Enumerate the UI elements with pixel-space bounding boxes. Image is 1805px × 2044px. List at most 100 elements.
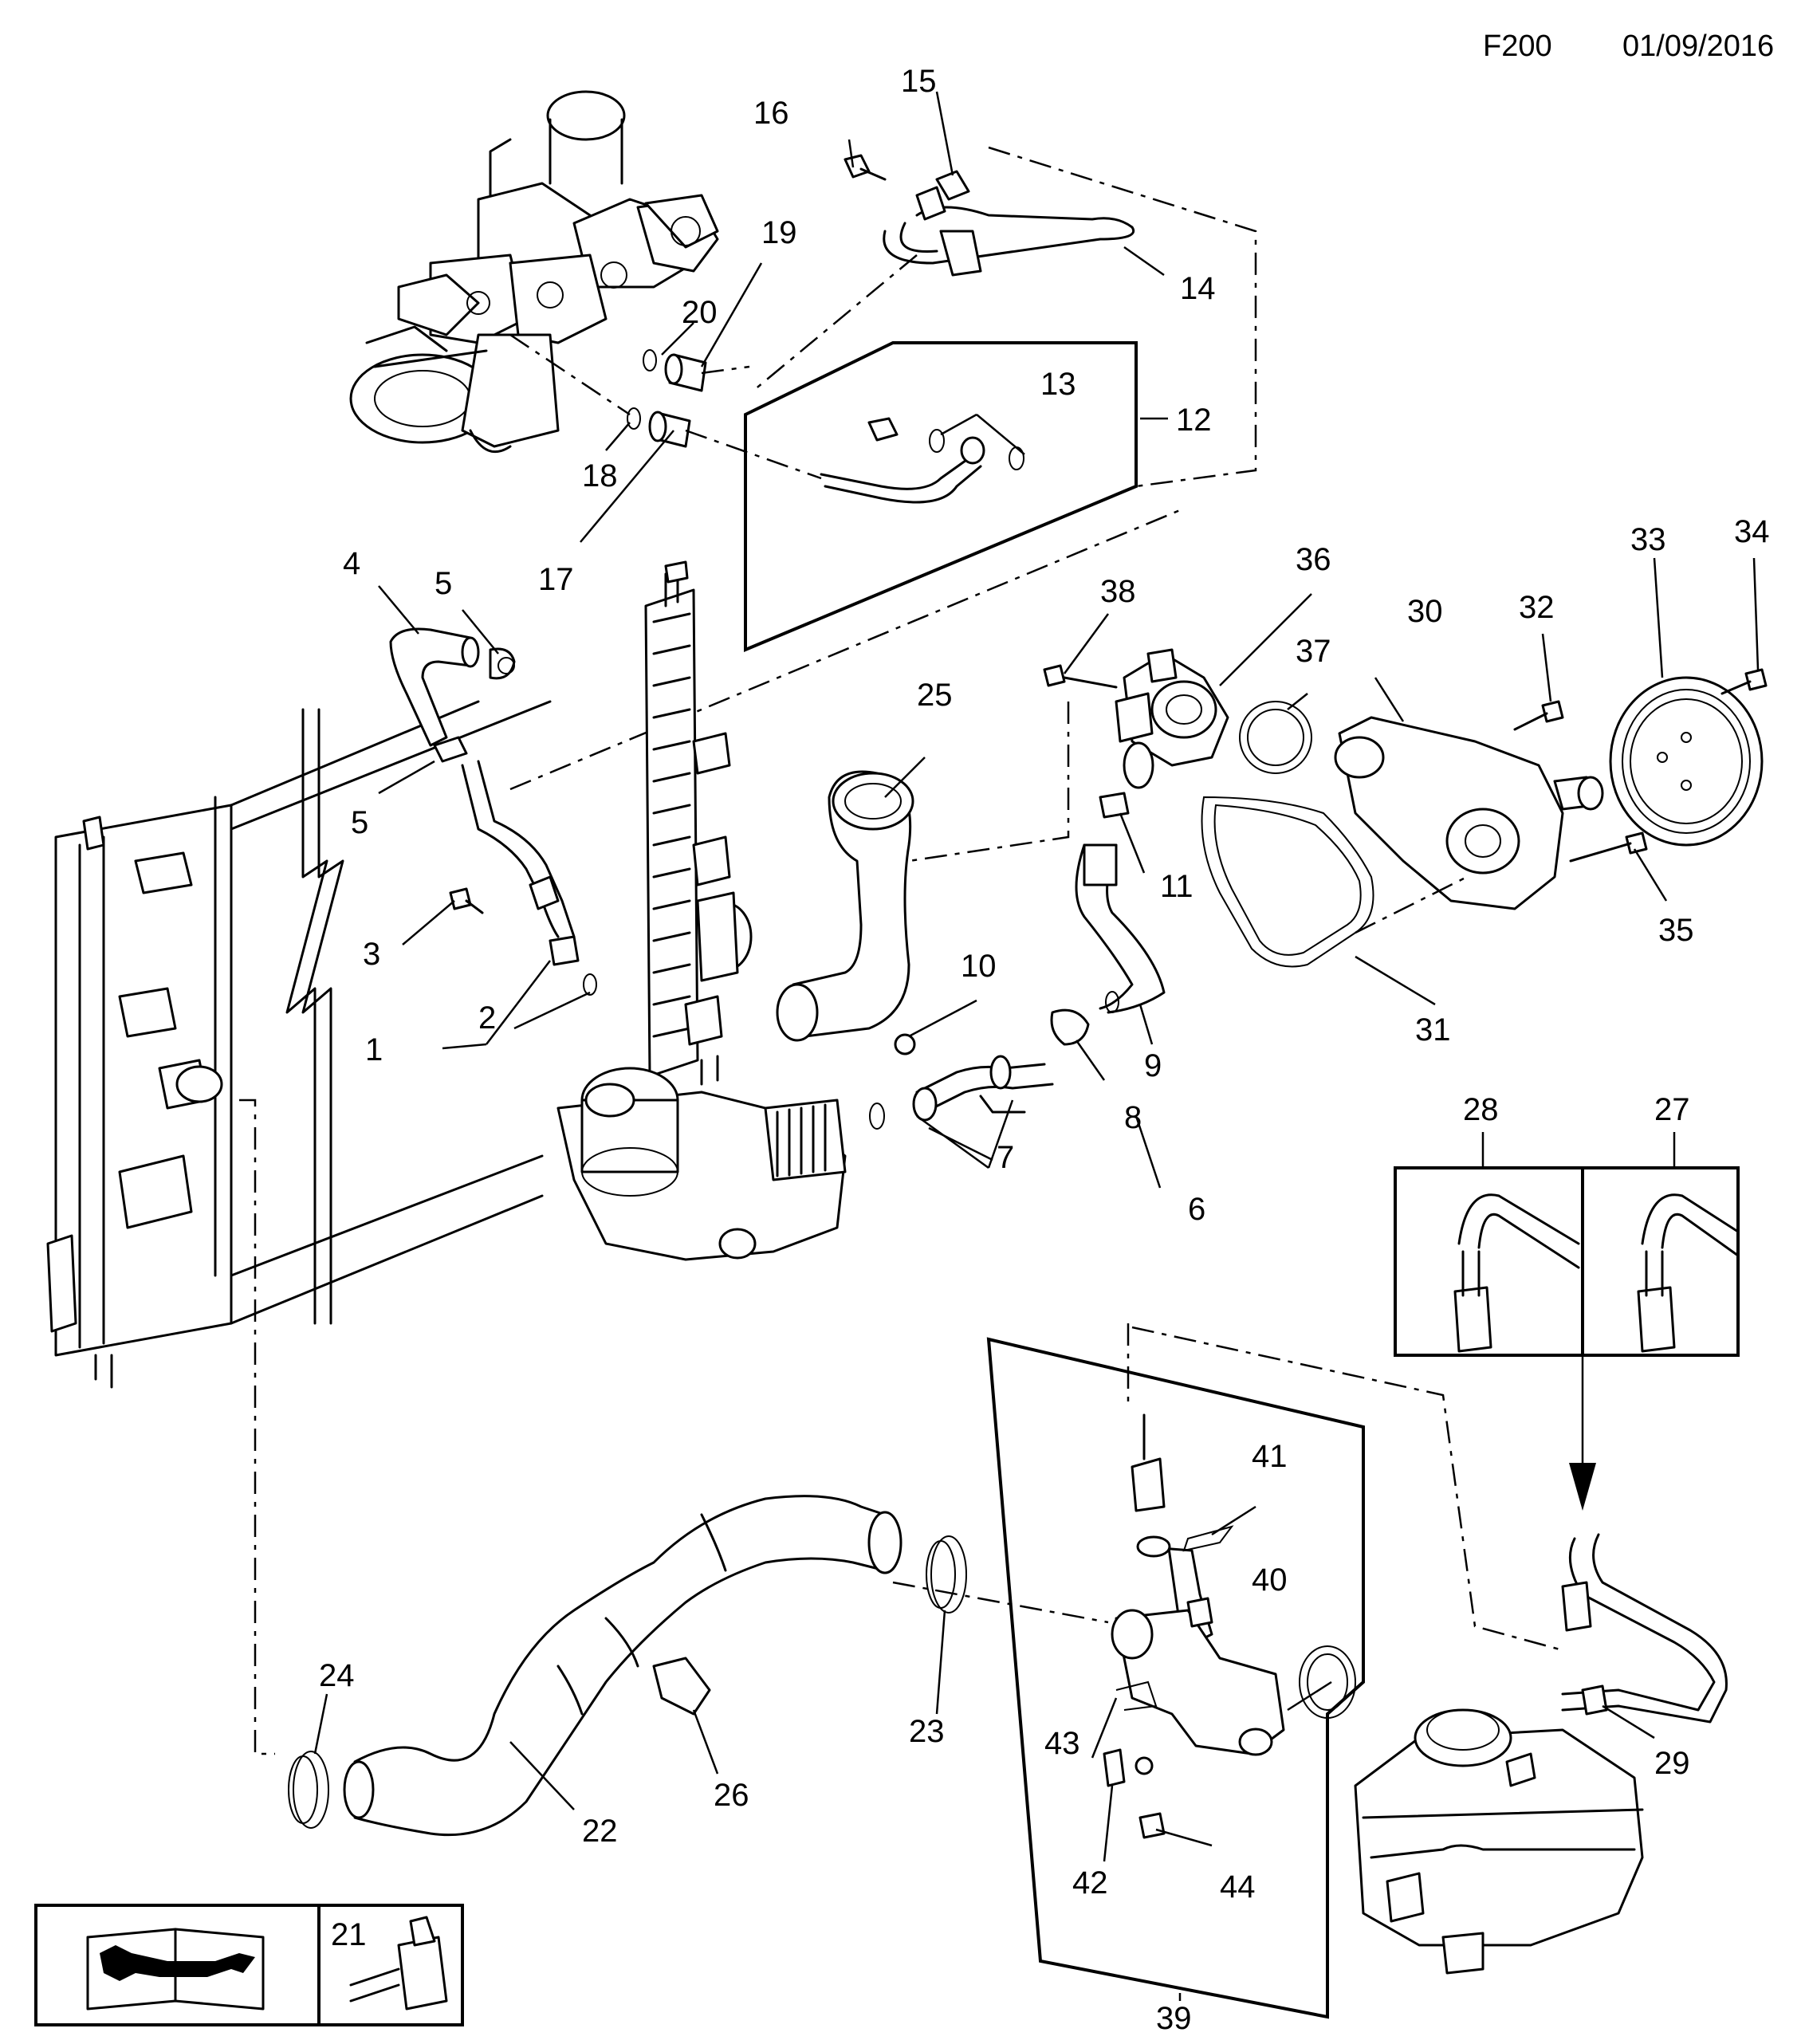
dashed-assembly-line <box>509 333 631 416</box>
callout-24: 24 <box>319 1658 355 1693</box>
hose-connector-28 <box>1453 1193 1580 1353</box>
sensor-42 <box>1103 1748 1154 1787</box>
coolant-pipe-6 <box>912 1055 1054 1122</box>
callout-13: 13 <box>1040 367 1076 402</box>
callout-26: 26 <box>714 1778 749 1813</box>
dashed-assembly-line <box>509 509 1181 791</box>
callout-9: 9 <box>1144 1048 1162 1083</box>
radiator-side-tank <box>644 560 753 1086</box>
callout-20: 20 <box>682 295 718 330</box>
bolt-3 <box>449 887 484 914</box>
water-pump-30 <box>1334 716 1604 910</box>
callout-6: 6 <box>1188 1192 1205 1227</box>
clip-41 <box>1182 1525 1234 1552</box>
pump-gasket-31 <box>1201 796 1374 968</box>
callout-3: 3 <box>363 937 380 972</box>
dashed-assembly-line <box>239 1099 275 1755</box>
dashed-assembly-line <box>908 702 1070 863</box>
callout-37: 37 <box>1296 634 1331 669</box>
pipe-kit-13 <box>820 417 1024 504</box>
bolt-34 <box>1720 668 1768 695</box>
bolt-16 <box>844 154 887 181</box>
dashed-assembly-line <box>892 1581 1109 1624</box>
callout-7: 7 <box>997 1140 1014 1175</box>
callout-44: 44 <box>1220 1869 1256 1904</box>
fitting-17 <box>648 411 691 448</box>
callout-41: 41 <box>1252 1439 1288 1474</box>
callout-38: 38 <box>1100 574 1136 609</box>
radiator-hose-25 <box>776 770 914 1042</box>
clamp-8 <box>1050 991 1119 1046</box>
callout-4: 4 <box>343 546 360 581</box>
seal-40 <box>1299 1645 1356 1719</box>
expansion-tank <box>1354 1708 1644 1975</box>
clamp-23 <box>926 1535 967 1614</box>
callout-39: 39 <box>1156 2001 1192 2036</box>
callout-25: 25 <box>917 678 953 713</box>
callout-40: 40 <box>1252 1562 1288 1598</box>
callout-10: 10 <box>961 949 997 984</box>
kit-box-12 <box>744 341 1138 653</box>
radiator-core-lines <box>230 700 552 1277</box>
fitting-19 <box>664 353 707 392</box>
dashed-assembly-line <box>988 146 1257 488</box>
turbocharger-assembly <box>349 90 719 454</box>
oil-cooler-housing <box>556 1067 847 1261</box>
callout-32: 32 <box>1519 590 1555 625</box>
callout-12: 12 <box>1176 403 1212 438</box>
hose-9 <box>1075 843 1166 1014</box>
callout-8: 8 <box>1124 1100 1142 1135</box>
callout-22: 22 <box>582 1814 618 1849</box>
washer-2 <box>583 973 597 996</box>
radiator-assembly <box>46 700 544 1389</box>
clip-43 <box>1115 1680 1158 1711</box>
callout-11: 11 <box>1160 869 1194 904</box>
callout-15: 15 <box>901 64 937 99</box>
callout-28: 28 <box>1463 1092 1499 1127</box>
callout-16: 16 <box>753 96 789 131</box>
callout-31: 31 <box>1415 1012 1451 1048</box>
callout-5b: 5 <box>351 805 368 840</box>
dashed-assembly-line <box>701 365 750 375</box>
thermostat-outlet-assembly <box>1111 1413 1285 1756</box>
dashed-assembly-line <box>753 254 918 391</box>
leader-lines <box>313 91 1760 2001</box>
dashed-assembly-line <box>1355 875 1468 934</box>
service-manual-wrench-icon <box>86 1928 265 2011</box>
diagram-code: F200 <box>1483 29 1552 63</box>
callout-35: 35 <box>1658 913 1694 948</box>
washer-20 <box>643 349 657 371</box>
hose-connector-27 <box>1637 1193 1740 1353</box>
bolt-35 <box>1569 831 1648 863</box>
bolt-38 <box>1043 664 1118 689</box>
callout-21: 21 <box>331 1917 367 1952</box>
callout-17: 17 <box>538 562 574 597</box>
callout-43: 43 <box>1044 1726 1080 1761</box>
reservoir-hose-29 <box>1561 1533 1728 1724</box>
callout-19: 19 <box>761 215 797 250</box>
clamp-24 <box>288 1751 329 1829</box>
gasket-37 <box>1239 701 1312 774</box>
callout-23: 23 <box>909 1714 945 1749</box>
clamp-5 <box>489 647 516 680</box>
callout-14: 14 <box>1180 271 1216 306</box>
callout-2: 2 <box>478 1000 496 1036</box>
callout-labels: 16 15 14 19 20 13 12 18 17 4 5 5 3 2 1 2… <box>319 64 1770 2036</box>
lower-radiator-hose-22 <box>343 1495 902 1837</box>
kit-box-39 <box>986 1337 1365 2019</box>
turbo-coolant-pipe-14 <box>883 186 1135 277</box>
variant-box-27-28 <box>1394 1166 1740 1357</box>
clip-15 <box>935 170 970 201</box>
callout-29: 29 <box>1654 1746 1690 1781</box>
thermostat-housing-36 <box>1115 648 1229 789</box>
callout-30: 30 <box>1407 594 1443 629</box>
clip-26 <box>652 1657 711 1716</box>
callout-36: 36 <box>1296 542 1331 577</box>
dashed-assembly-line <box>685 429 822 480</box>
callout-27: 27 <box>1654 1092 1690 1127</box>
coolant-pipe-1 <box>461 760 580 966</box>
clamp-5-lower <box>433 736 468 763</box>
callout-18: 18 <box>582 458 618 493</box>
callout-1: 1 <box>365 1032 383 1067</box>
